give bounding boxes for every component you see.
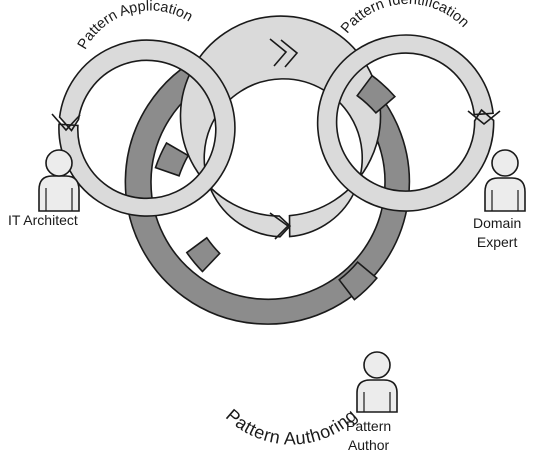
pattern-identification-label: Pattern Identification (338, 0, 472, 37)
central-ring-interlink-left (154, 141, 190, 177)
pattern-author-person-icon (356, 351, 398, 413)
cycle-arrowheads (51, 38, 501, 240)
central-ring-interlink-bottom-right (338, 260, 378, 301)
pattern-application-ring (58, 39, 236, 217)
pattern-author-label-line2: Author (347, 437, 390, 453)
domain-expert-label-line1: Domain (473, 215, 522, 231)
domain-expert-person-icon (484, 149, 526, 212)
pattern-authoring-ring (179, 15, 382, 238)
central-ring-overlap (185, 236, 221, 273)
pattern-author-label: Pattern Author (346, 417, 391, 455)
domain-expert-label: Domain Expert (473, 214, 521, 252)
it-architect-label: IT Architect (8, 211, 78, 230)
pattern-identification-ring (316, 34, 495, 212)
it-architect-person-icon (38, 149, 80, 212)
it-architect-label-text: IT Architect (8, 212, 78, 228)
central-ring-interlink-right (356, 74, 397, 115)
domain-expert-label-line2: Expert (476, 234, 518, 250)
pattern-author-label-line1: Pattern (346, 418, 392, 434)
pattern-authoring-label: Pattern Authoring (222, 405, 361, 448)
